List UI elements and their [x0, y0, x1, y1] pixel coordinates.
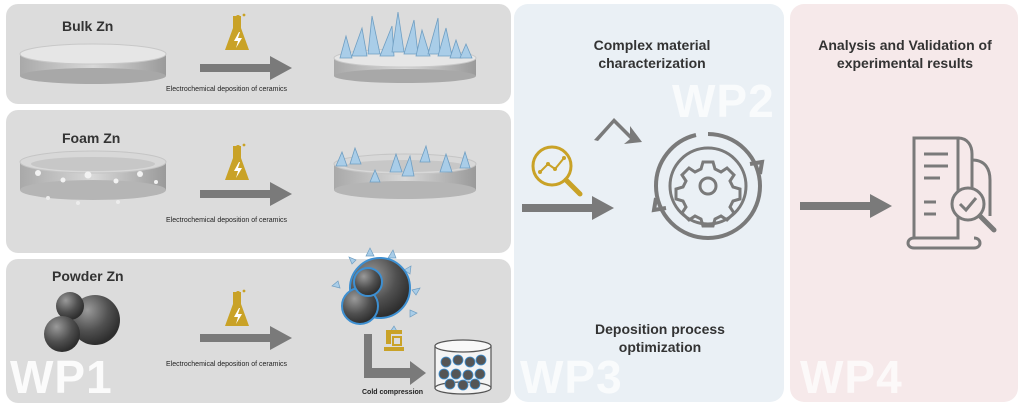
bent-arrow	[364, 334, 426, 385]
flask-lightning-icon	[225, 13, 249, 50]
compressed-pellet	[434, 339, 492, 395]
document-check-icon	[906, 136, 997, 250]
wp4-label: WP4	[800, 351, 903, 403]
powder-caption: Electrochemical deposition of ceramics	[166, 361, 287, 368]
wp2-heading: Complex material characterization	[593, 37, 711, 71]
foam-zn-ring	[19, 150, 167, 205]
wp2-label: WP2	[672, 75, 775, 127]
foam-zn-title: Foam Zn	[62, 130, 121, 146]
gear-cycle-icon	[651, 132, 765, 240]
process-arrow	[800, 194, 892, 218]
powder-zn-title: Powder Zn	[52, 268, 124, 284]
wp1-label: WP1	[10, 351, 113, 403]
process-arrow	[200, 326, 292, 350]
foam-caption: Electrochemical deposition of ceramics	[166, 217, 287, 224]
bent-arrow	[594, 118, 642, 144]
process-arrow	[200, 56, 292, 80]
process-arrow	[200, 182, 292, 206]
wp3-label: WP3	[520, 351, 623, 403]
wp3-heading: Deposition process optimization	[595, 321, 725, 355]
compression-icon	[384, 330, 404, 351]
flask-lightning-icon	[225, 143, 249, 180]
bulk-zn-disk	[19, 43, 167, 84]
magnifier-chart-icon	[531, 145, 583, 197]
wp2-wp3-panel	[514, 4, 784, 402]
bulk-caption: Electrochemical deposition of ceramics	[166, 86, 287, 93]
powder-zn-spheres	[44, 292, 120, 352]
bulk-zn-with-crystals	[333, 11, 477, 83]
process-arrow	[522, 196, 614, 220]
bulk-zn-title: Bulk Zn	[62, 18, 114, 34]
coated-powder-spheres	[331, 247, 421, 334]
cold-compression-caption: Cold compression	[362, 389, 424, 396]
foam-zn-with-crystals	[333, 144, 477, 199]
wp4-heading: Analysis and Validation of experimental …	[818, 37, 992, 71]
flask-lightning-icon	[225, 289, 249, 326]
